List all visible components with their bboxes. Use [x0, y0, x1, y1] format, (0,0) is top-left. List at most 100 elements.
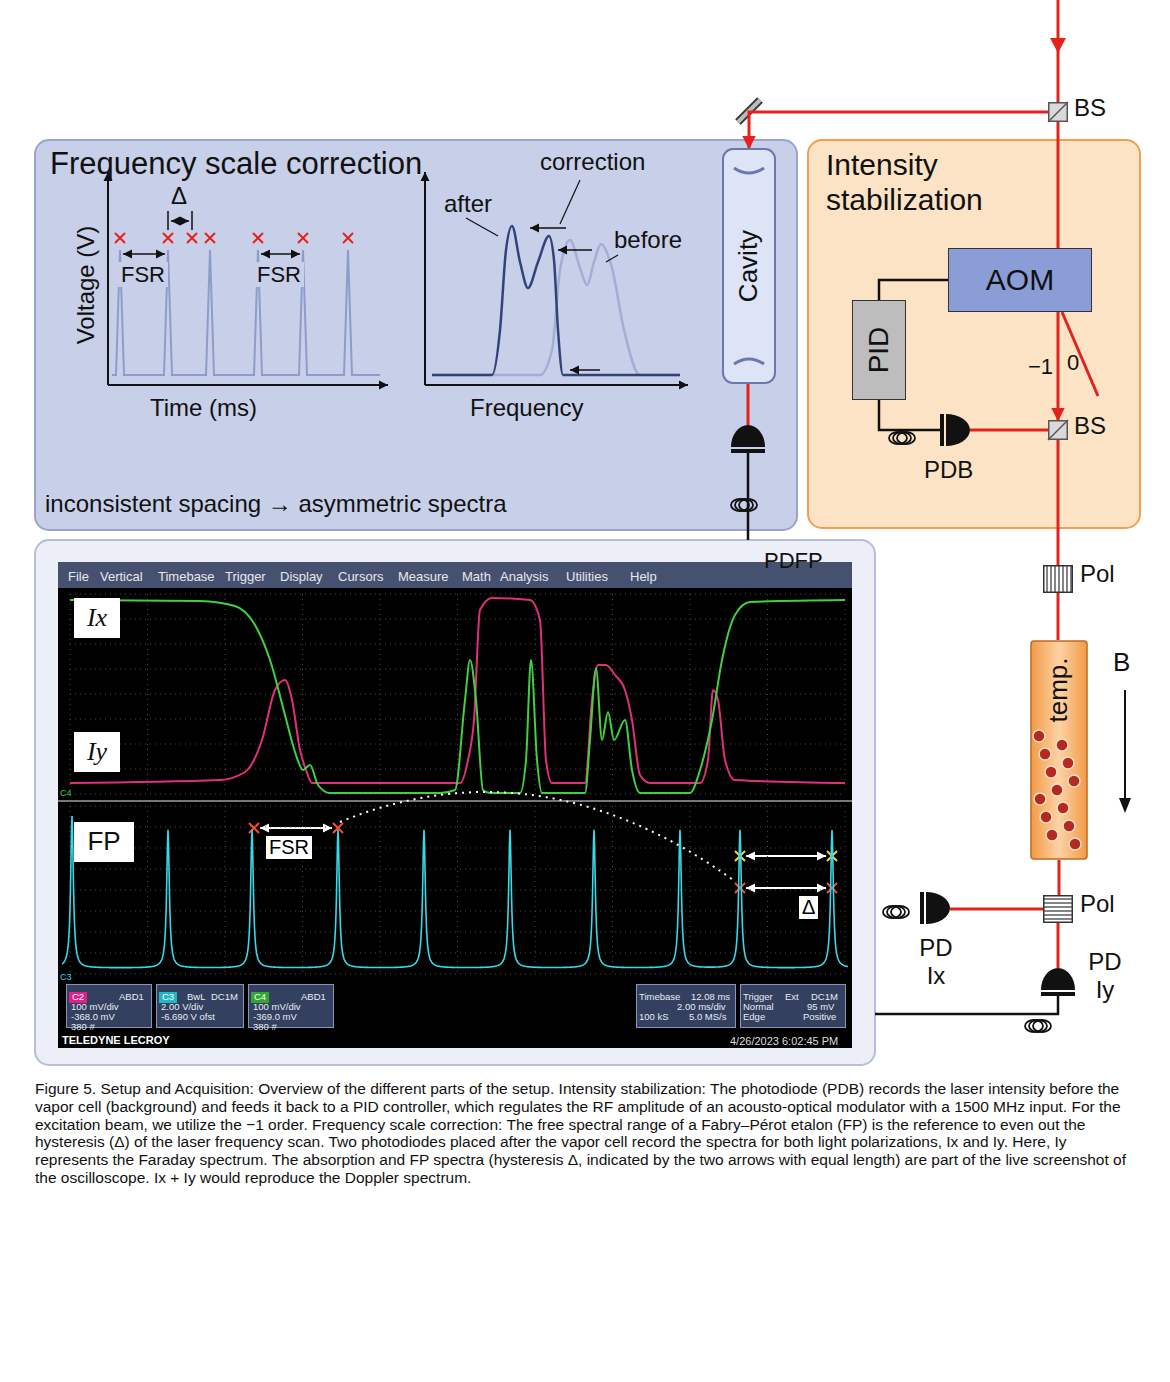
- text-holder: 4/26/2023 6:02:45 PM: [730, 1031, 838, 1049]
- text-holder: AOM: [986, 263, 1054, 298]
- text-holder: inconsistent spacing → asymmetric spectr…: [45, 490, 507, 518]
- signal-cable: [879, 280, 948, 300]
- text-holder: PD Iy: [1082, 948, 1128, 1003]
- annotation-label: B: [1113, 648, 1130, 678]
- text-holder: Ix: [87, 603, 107, 633]
- node-text: 100 kS: [639, 1012, 669, 1023]
- photodiode: PD Ix: [920, 892, 950, 924]
- text-holder: FSR: [118, 262, 168, 287]
- polarizer-shape: [1043, 895, 1073, 923]
- text-holder: Iy: [87, 737, 107, 767]
- text-holder: PD Ix: [913, 934, 959, 989]
- text-holder: Measure: [398, 567, 449, 585]
- text-holder: PDB: [924, 456, 973, 484]
- annotation-label: C4: [60, 788, 72, 798]
- text-holder: Analysis: [500, 567, 548, 585]
- text-holder: C3: [60, 966, 72, 984]
- node-text: PD Iy: [1082, 948, 1128, 1003]
- annotation-label: Voltage (V): [72, 223, 100, 348]
- fibre-coil: [893, 432, 911, 444]
- beam-splitter: BS: [1048, 420, 1068, 440]
- annotation-label: 0: [1067, 350, 1079, 375]
- plot-divider: [58, 800, 852, 802]
- laser-beam: [1057, 923, 1060, 968]
- text-holder: DC1M: [211, 986, 238, 1004]
- text-holder: PID: [863, 327, 895, 374]
- node-text: PDFP: [764, 548, 823, 573]
- photodiode-shape: [920, 892, 950, 924]
- fibre-coil: [889, 432, 907, 444]
- text-holder: before: [614, 226, 682, 254]
- beam-splitter-shape: [1048, 102, 1068, 122]
- fibre-coil: [887, 906, 905, 918]
- channel-info-box: C4ABD1100 mV/div-369.0 mV380 #: [248, 984, 334, 1028]
- polarizer: Pol: [1043, 895, 1073, 923]
- vapor-cell: temp.: [1030, 640, 1088, 860]
- annotation-label: Help: [630, 570, 657, 585]
- intensity-stabilization-panel: Intensity stabilizationAOM PID BS PDB: [808, 140, 1140, 528]
- trace-label-box: Ix: [74, 598, 120, 638]
- node-text: ABD1: [301, 992, 326, 1003]
- menu-bar: [58, 562, 852, 588]
- node-text: BS: [1074, 94, 1106, 122]
- node-text: DC1M: [211, 992, 238, 1003]
- beam-arrowhead: [1050, 38, 1066, 53]
- annotation-label: Δ: [171, 182, 187, 210]
- scope-screen: [58, 562, 852, 1048]
- annotation-label: Trigger: [225, 570, 266, 585]
- text-holder: BS: [1074, 94, 1106, 122]
- annotation-label: Δ: [799, 896, 818, 919]
- node-text: Ext: [785, 992, 799, 1003]
- laser-beam: [1058, 860, 1061, 895]
- oscilloscope-screenshot: TELEDYNE LECROY4/26/2023 6:02:45 PMIxIyF…: [35, 540, 875, 1065]
- text-holder: ABD1: [119, 986, 144, 1004]
- text-holder: Pol: [1080, 890, 1115, 918]
- text-holder: Trigger: [225, 567, 266, 585]
- figure-caption: Figure 5. Setup and Acquisition: Overvie…: [35, 1080, 1135, 1187]
- photodiode-shape: [731, 425, 765, 453]
- laser-beam: [747, 384, 750, 425]
- frequency-correction-panel: Frequency scale correctioninconsistent s…: [35, 140, 797, 530]
- text-holder: Timebase: [158, 567, 215, 585]
- trace-label-box: Iy: [74, 732, 120, 772]
- annotation-label: Measure: [398, 570, 449, 585]
- annotation-label: File: [68, 570, 89, 585]
- text-holder: Display: [280, 567, 323, 585]
- node-text: FP: [87, 827, 120, 857]
- pid-box: PID: [852, 300, 906, 400]
- text-holder: PDFP: [764, 548, 823, 573]
- text-holder: B: [1113, 648, 1130, 678]
- fibre-coil: [731, 499, 749, 511]
- polarizer: Pol: [1043, 565, 1073, 593]
- laser-beam: [749, 112, 1048, 148]
- channel-info-box: C2ABD1100 mV/div-368.0 mV380 #: [66, 984, 152, 1028]
- text-holder: Voltage (V): [72, 223, 100, 348]
- annotation-label: before: [614, 226, 682, 254]
- node-text: inconsistent spacing → asymmetric spectr…: [45, 490, 507, 518]
- beam-splitter: BS: [1048, 102, 1068, 122]
- signal-cable: [747, 453, 750, 540]
- annotation-label: FSR: [254, 262, 304, 287]
- scope-grid: [70, 594, 845, 974]
- faraday-trace: [70, 598, 845, 783]
- text-holder: Timebase: [639, 986, 680, 1004]
- text-holder: Intensity stabilization: [826, 148, 1046, 217]
- fibre-coil: [1025, 1020, 1043, 1032]
- annotation-label: Utilities: [566, 570, 608, 585]
- photodiode-shape: [940, 414, 970, 446]
- annotation-label: Time (ms): [150, 394, 257, 422]
- photodiode: PD Iy: [1041, 968, 1075, 996]
- node-text: Edge: [743, 1012, 765, 1023]
- node-text: 5.0 MS/s: [689, 1012, 727, 1023]
- node-text: 4/26/2023 6:02:45 PM: [730, 1035, 838, 1048]
- text-holder: Cavity: [734, 230, 764, 302]
- text-holder: 0: [1067, 350, 1079, 375]
- laser-beam: [970, 429, 1048, 432]
- text-holder: 100 kS: [639, 1006, 669, 1024]
- text-holder: −1: [1028, 354, 1053, 379]
- text-holder: Vertical: [100, 567, 143, 585]
- annotation-label: FSR: [118, 262, 168, 287]
- laser-beam: [1057, 593, 1060, 640]
- signal-cable: [875, 996, 1058, 1014]
- node-text: Positive: [803, 1012, 836, 1023]
